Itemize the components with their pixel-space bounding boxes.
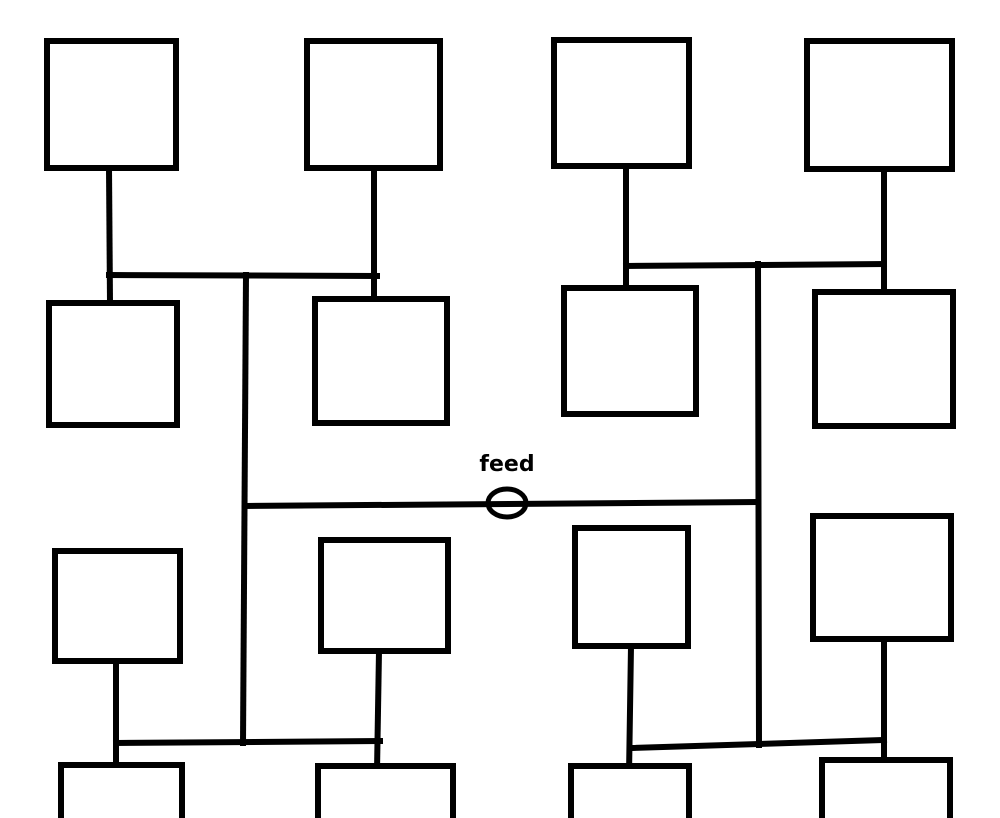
wire — [627, 736, 888, 752]
box — [561, 285, 699, 417]
wire — [373, 647, 383, 775]
wire — [754, 260, 763, 749]
box — [58, 762, 185, 818]
box — [551, 37, 692, 169]
box — [568, 763, 692, 818]
box — [44, 38, 179, 171]
box — [304, 38, 443, 171]
wire — [105, 164, 114, 307]
box — [572, 525, 691, 649]
box — [318, 537, 451, 654]
wire — [625, 642, 635, 779]
box — [315, 763, 456, 818]
box — [804, 38, 955, 172]
box — [812, 289, 956, 429]
box — [52, 548, 183, 664]
wire — [112, 737, 384, 747]
box — [46, 300, 180, 428]
feed-line — [242, 498, 761, 510]
wires — [105, 163, 888, 779]
box — [312, 296, 450, 426]
boxes — [44, 37, 956, 818]
box — [819, 757, 953, 818]
wire — [622, 260, 888, 270]
box — [810, 513, 954, 642]
feed-label: feed — [479, 452, 534, 477]
feed-point-icon — [485, 486, 529, 520]
